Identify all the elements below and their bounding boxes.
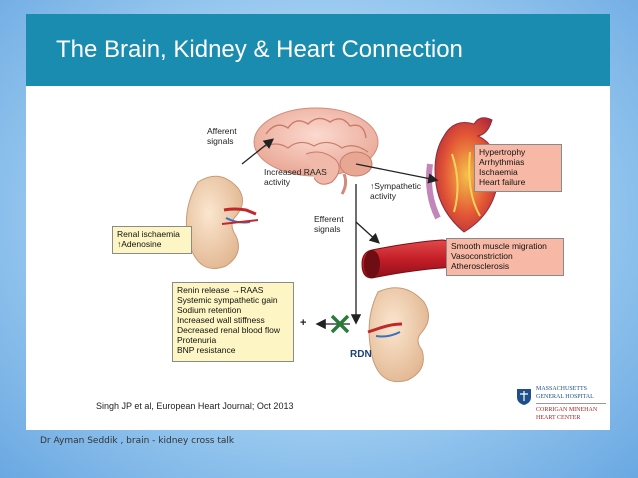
rdn-label: RDN [350,349,372,360]
vessel-effects-box: Smooth muscle migration Vasoconstriction… [446,238,564,276]
hospital-logo: MASSACHUSETTS GENERAL HOSPITAL CORRIGAN … [516,386,612,430]
kidney-illustration-lower [367,287,429,382]
citation: Singh JP et al, European Heart Journal; … [96,401,294,411]
plus-sign: + [300,317,307,329]
rdn-block-icon [330,314,350,334]
renal-effects-box: Renin release →RAAS Systemic sympathetic… [172,282,294,362]
diagram-illustration [185,107,499,382]
renal-ischaemia-box: Renal ischaemia ↑Adenosine [112,226,192,254]
kidney-illustration-upper [185,175,259,269]
heart-effects-box: Hypertrophy Arrhythmias Ischaemia Heart … [474,144,562,192]
vessel-illustration [361,239,455,279]
slide-title: The Brain, Kidney & Heart Connection [56,36,463,63]
signal-arrows [241,138,439,330]
shield-icon [517,389,531,405]
footer-text: Dr Ayman Seddik , brain - kidney cross t… [40,436,235,446]
title-bar: The Brain, Kidney & Heart Connection [26,14,610,86]
slide: The Brain, Kidney & Heart Connection [26,14,610,430]
